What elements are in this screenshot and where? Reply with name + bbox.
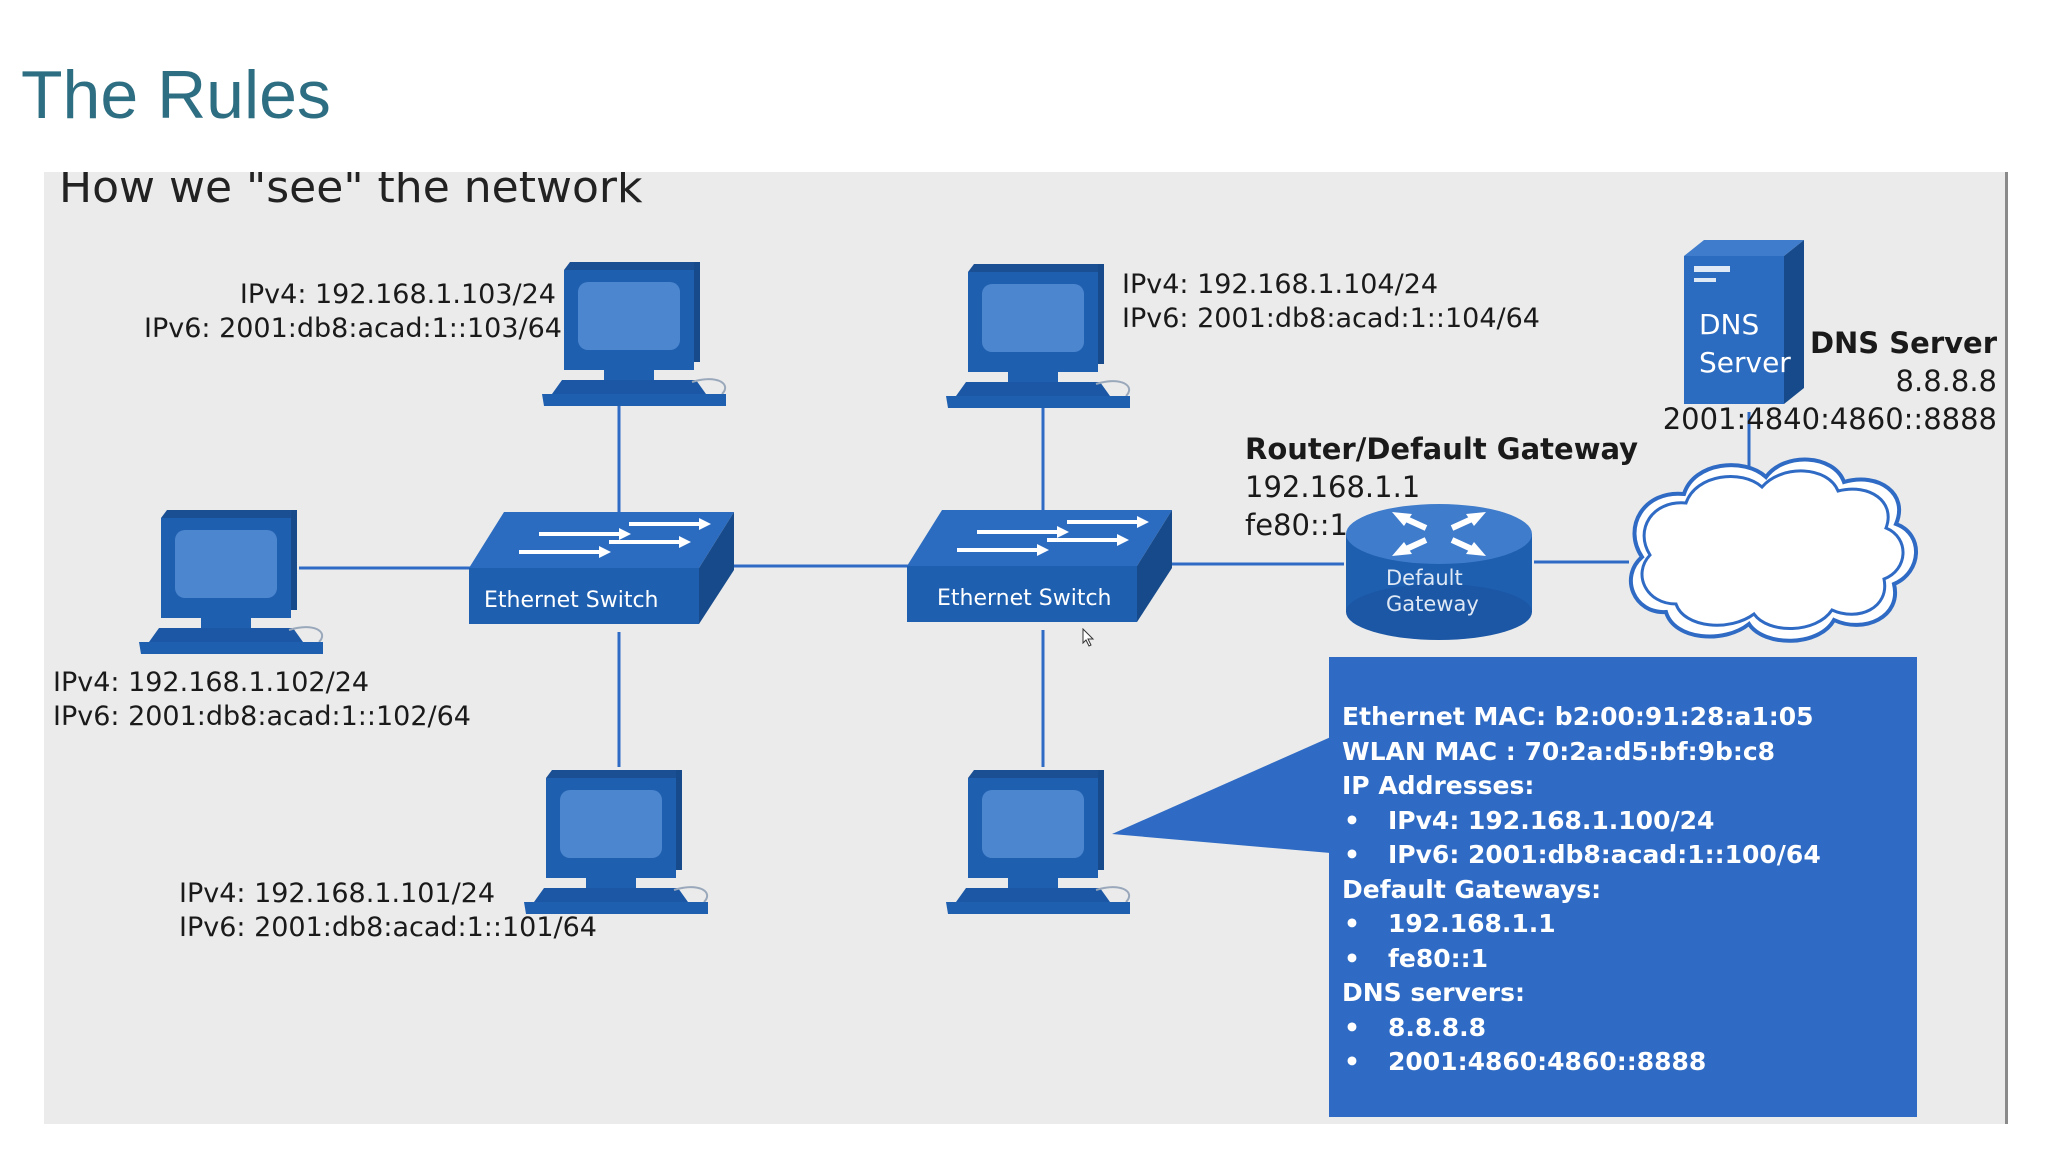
network-topology (138, 240, 1918, 915)
network-links (299, 397, 1751, 767)
host-101-label: IPv4: 192.168.1.101/24 IPv6: 2001:db8:ac… (179, 878, 597, 943)
network-diagram-panel: How we "see" the network (44, 172, 2008, 1124)
dns-server-label: DNS Server 8.8.8.8 2001:4840:4860::8888 (1662, 326, 1997, 436)
default-gateways-heading: Default Gateways: (1342, 874, 1602, 904)
default-gateway-item: 192.168.1.1 (1342, 907, 1821, 942)
switch-label: Ethernet Switch (937, 586, 1112, 611)
dns-server-item: 2001:4860:4860::8888 (1342, 1045, 1821, 1080)
ip-address-item: IPv4: 192.168.1.100/24 (1342, 804, 1821, 839)
host-103-label: IPv4: 192.168.1.103/24 IPv6: 2001:db8:ac… (144, 279, 562, 344)
ethernet-mac: Ethernet MAC: b2:00:91:28:a1:05 (1342, 702, 1814, 731)
diagram-title: How we "see" the network (59, 172, 643, 213)
switch-label: Ethernet Switch (484, 588, 659, 613)
router-label: Router/Default Gateway 192.168.1.1 fe80:… (1245, 432, 1639, 542)
dns-server-icon-label: DNS Server (1699, 308, 1791, 379)
cloud-icon (1628, 457, 1918, 643)
slide-title: The Rules (21, 57, 331, 133)
wlan-mac: WLAN MAC : 70:2a:d5:bf:9b:c8 (1342, 736, 1776, 766)
computer-icon (138, 509, 324, 655)
callout-pointer (1112, 732, 1342, 854)
host-102-label: IPv4: 192.168.1.102/24 IPv6: 2001:db8:ac… (53, 667, 471, 732)
dns-server-item: 8.8.8.8 (1342, 1011, 1821, 1046)
ip-addresses-heading: IP Addresses: (1342, 771, 1535, 800)
panel-edge (2005, 172, 2008, 1124)
dns-servers-heading: DNS servers: (1342, 978, 1526, 1007)
computer-icon (945, 769, 1131, 915)
host-info-text: Ethernet MAC: b2:00:91:28:a1:05 WLAN MAC… (1342, 700, 1821, 1080)
ip-address-item: IPv6: 2001:db8:acad:1::100/64 (1342, 838, 1821, 873)
computer-icon (541, 261, 727, 407)
computer-icon (945, 263, 1131, 409)
host-104-label: IPv4: 192.168.1.104/24 IPv6: 2001:db8:ac… (1122, 269, 1540, 334)
router-icon (1346, 504, 1532, 640)
router-icon-label: Default Gateway (1386, 566, 1479, 616)
mouse-cursor-icon (1082, 628, 1095, 647)
default-gateway-item: fe80::1 (1342, 942, 1821, 977)
dns-server-icon (1684, 240, 1804, 404)
